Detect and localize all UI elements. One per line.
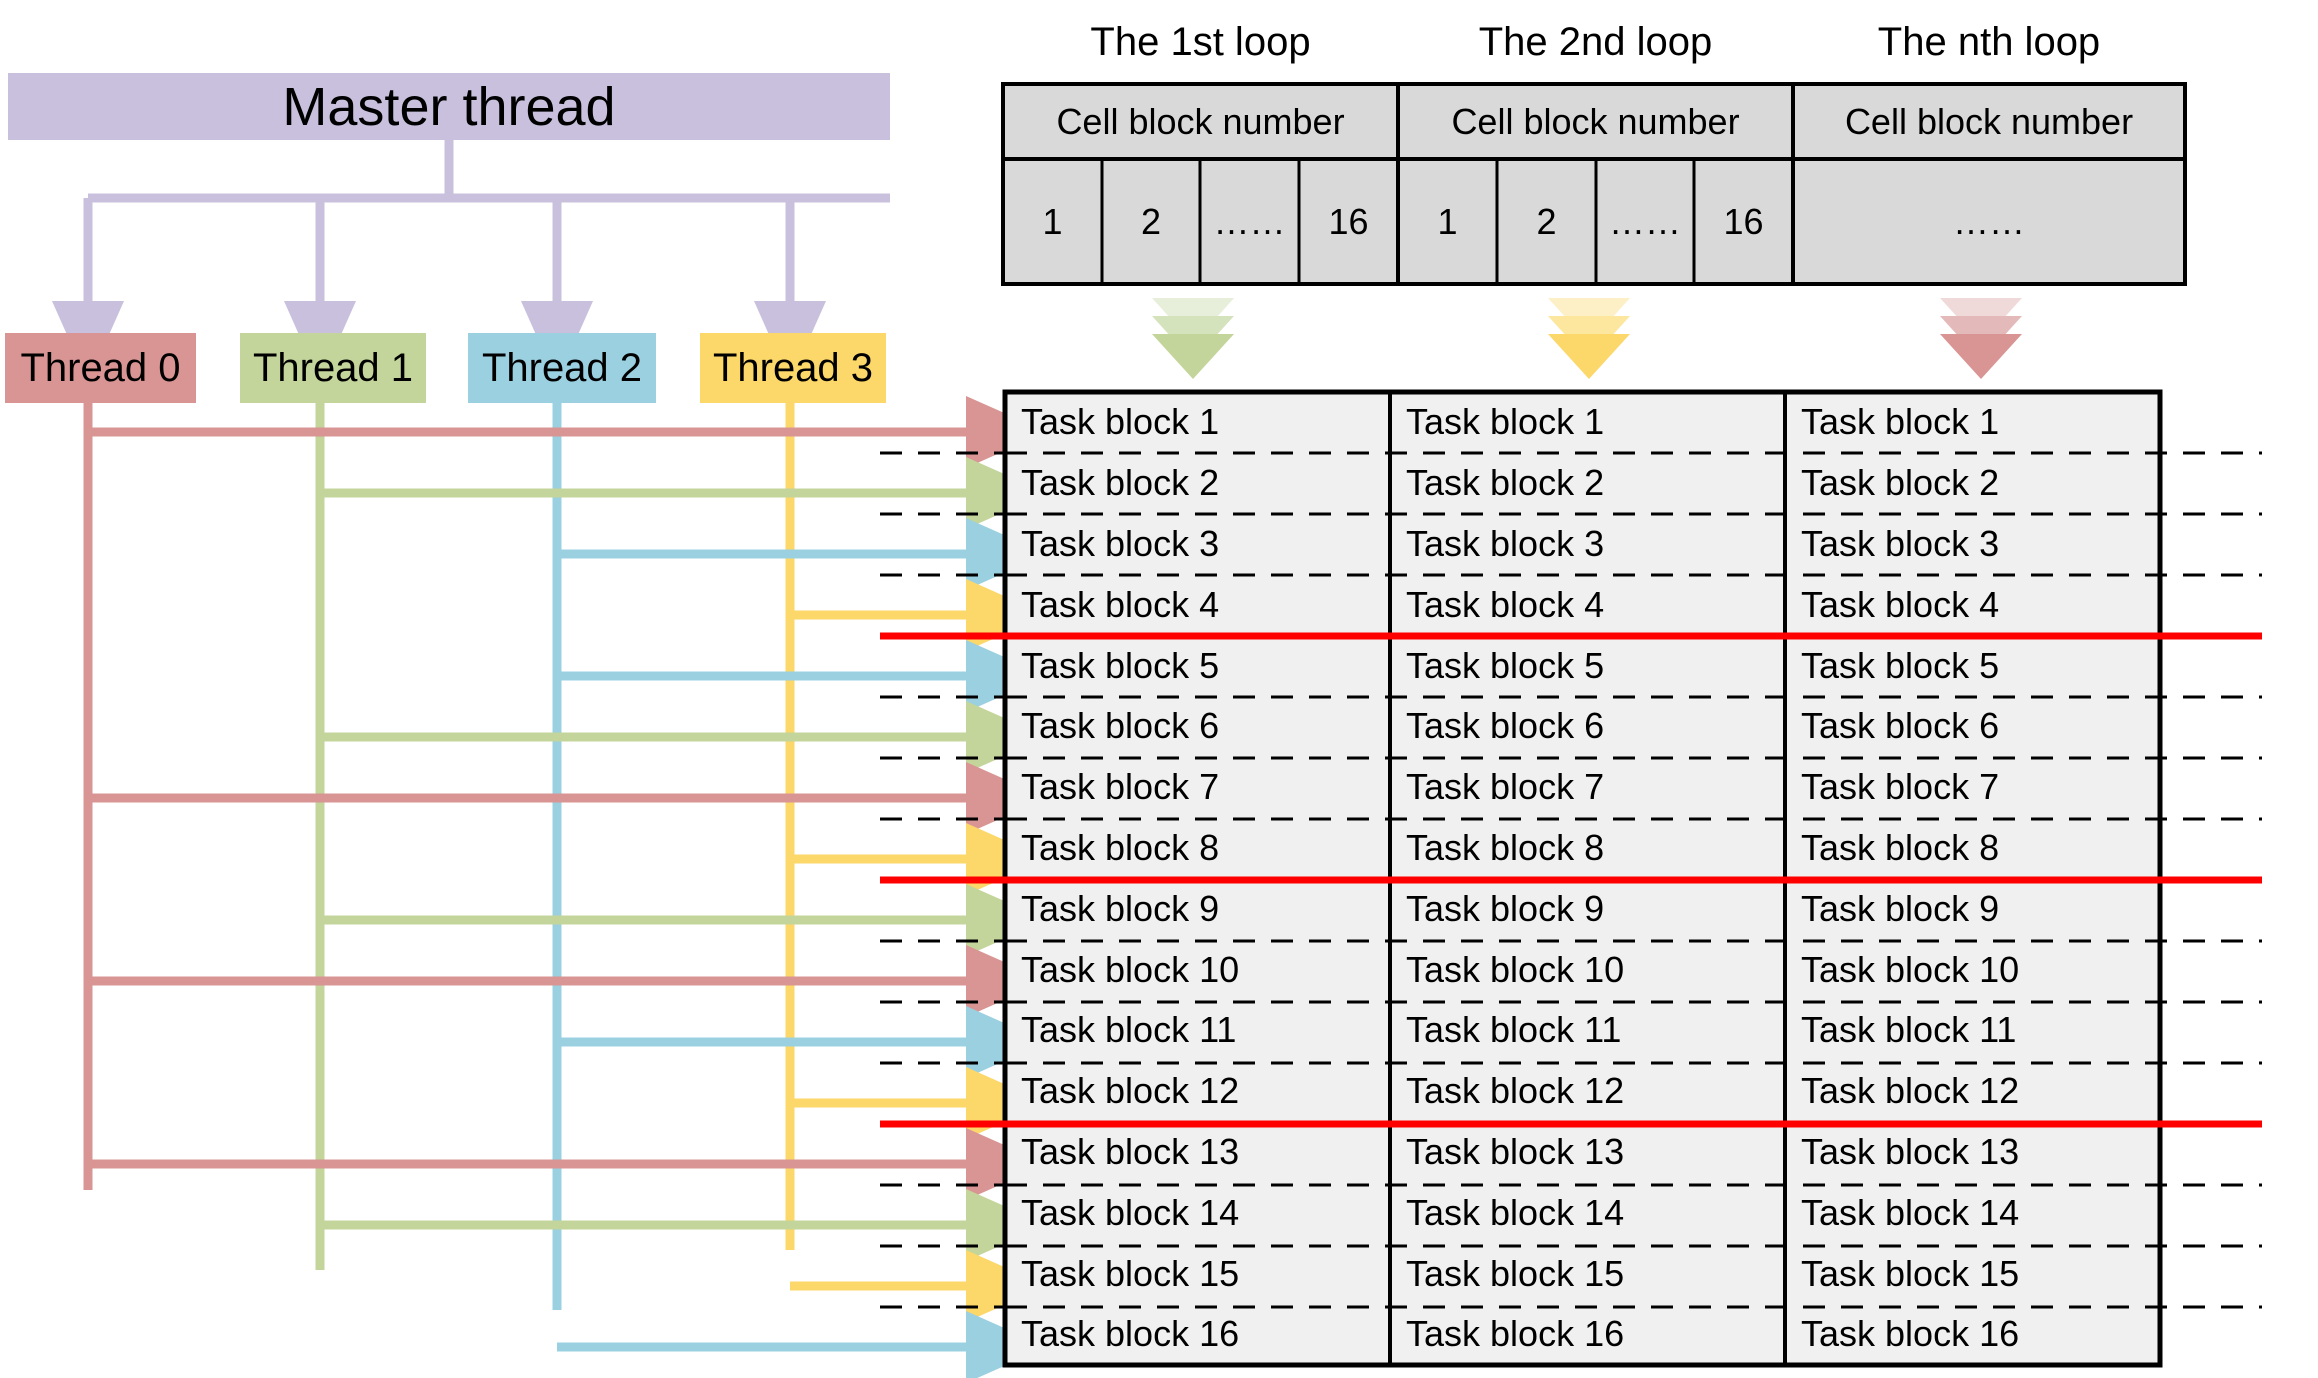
cell-block-header-2: Cell block number: [1451, 100, 1740, 142]
master-fork-arrows: [52, 198, 826, 382]
cell-number-ln-ellipsis: ……: [1953, 200, 2025, 242]
thread-label-0: Thread 0: [20, 345, 181, 390]
task-block-cell: Task block 4: [1801, 583, 2000, 625]
chevron-loop-n: [1940, 298, 2022, 379]
task-block-cell: Task block 2: [1406, 462, 1605, 504]
task-block-cell: Task block 10: [1801, 948, 2020, 990]
task-block-cell: Task block 6: [1021, 705, 1220, 747]
task-block-cell: Task block 2: [1021, 462, 1220, 504]
task-table-row-separators: [1005, 451, 2262, 1309]
thread-task-arrows: [88, 396, 1047, 1378]
thread-label-2: Thread 2: [481, 345, 643, 390]
task-block-cell: Task block 16: [1801, 1313, 2020, 1355]
task-block-cell: Task block 10: [1406, 948, 1625, 990]
sync-barrier-dividers: [880, 632, 2262, 1128]
task-block-cell: Task block 9: [1021, 887, 1220, 929]
task-block-cell: Task block 13: [1021, 1130, 1240, 1172]
task-block-cell: Task block 13: [1406, 1130, 1625, 1172]
task-block-cell: Task block 8: [1406, 826, 1605, 868]
cell-number-l2-2: 2: [1536, 200, 1557, 242]
thread-label-1: Thread 1: [252, 345, 414, 390]
cell-block-header-n: Cell block number: [1844, 100, 2134, 142]
task-block-cell: Task block 15: [1021, 1252, 1240, 1294]
task-block-cell: Task block 14: [1406, 1191, 1625, 1233]
task-block-cell: Task block 1: [1406, 401, 1605, 443]
cell-number-l1-1: 1: [1042, 200, 1063, 242]
loop-title-n: The nth loop: [1877, 20, 2101, 64]
thread-label-3: Thread 3: [712, 345, 874, 390]
task-block-cell: Task block 15: [1406, 1252, 1625, 1294]
cell-number-l2-ellipsis: ……: [1609, 200, 1681, 242]
task-block-cell: Task block 14: [1801, 1191, 2020, 1233]
task-block-cell: Task block 6: [1406, 705, 1605, 747]
task-block-cell: Task block 12: [1801, 1070, 2020, 1112]
task-block-cell: Task block 16: [1021, 1313, 1240, 1355]
thread-box-0: [5, 333, 196, 403]
task-block-cell: Task block 11: [1021, 1009, 1237, 1051]
cell-number-l2-16: 16: [1723, 200, 1764, 242]
chevron-loop-1: [1152, 298, 1234, 379]
task-block-cell: Task block 1: [1801, 401, 2000, 443]
task-block-cell: Task block 11: [1406, 1009, 1622, 1051]
task-block-cell: Task block 4: [1406, 583, 1605, 625]
task-block-cell: Task block 8: [1801, 826, 2000, 868]
thread-trunks: [83, 403, 795, 1310]
thread-box-2: [468, 333, 656, 403]
task-block-cell: Task block 7: [1406, 766, 1605, 808]
task-block-cell: Task block 13: [1801, 1130, 2020, 1172]
task-block-cell: Task block 1: [1021, 401, 1220, 443]
task-block-cell: Task block 6: [1801, 705, 2000, 747]
task-block-cell: Task block 7: [1801, 766, 2000, 808]
cell-number-l1-16: 16: [1328, 200, 1369, 242]
master-thread-label: Master thread: [282, 76, 616, 137]
task-block-cell: Task block 7: [1021, 766, 1220, 808]
task-block-cell: Task block 8: [1021, 826, 1220, 868]
loop-title-2: The 2nd loop: [1478, 20, 1713, 64]
thread-box-1: [240, 333, 426, 403]
task-block-cell: Task block 12: [1021, 1070, 1240, 1112]
task-block-cell: Task block 9: [1406, 887, 1605, 929]
chevron-loop-2: [1548, 298, 1630, 379]
cell-number-l2-1: 1: [1437, 200, 1458, 242]
cell-block-header-1: Cell block number: [1056, 100, 1345, 142]
loop-title-1: The 1st loop: [1090, 20, 1311, 64]
task-block-cell: Task block 10: [1021, 948, 1240, 990]
cell-number-l1-ellipsis: ……: [1213, 200, 1286, 242]
thread-box-3: [700, 333, 886, 403]
task-block-cell: Task block 3: [1801, 522, 2000, 564]
task-block-cell: Task block 16: [1406, 1313, 1625, 1355]
task-block-cell: Task block 12: [1406, 1070, 1625, 1112]
task-block-cell: Task block 3: [1021, 522, 1220, 564]
master-fork-connector: [88, 140, 890, 203]
task-block-cell: Task block 15: [1801, 1252, 2020, 1294]
task-block-cell: Task block 5: [1801, 644, 2000, 686]
master-thread-box: [8, 73, 890, 140]
task-block-cell: Task block 9: [1801, 887, 2000, 929]
task-block-cell: Task block 2: [1801, 462, 2000, 504]
task-block-cell: Task block 3: [1406, 522, 1605, 564]
task-block-cell: Task block 11: [1801, 1009, 2017, 1051]
task-block-cell: Task block 4: [1021, 583, 1220, 625]
cell-number-l1-2: 2: [1140, 200, 1162, 242]
task-block-cell: Task block 5: [1406, 644, 1605, 686]
cell-block-table-grid: [1001, 82, 2187, 286]
task-block-cell: Task block 5: [1021, 644, 1220, 686]
task-table-left-dashes: [880, 451, 1005, 1309]
task-block-cell: Task block 14: [1021, 1191, 1240, 1233]
